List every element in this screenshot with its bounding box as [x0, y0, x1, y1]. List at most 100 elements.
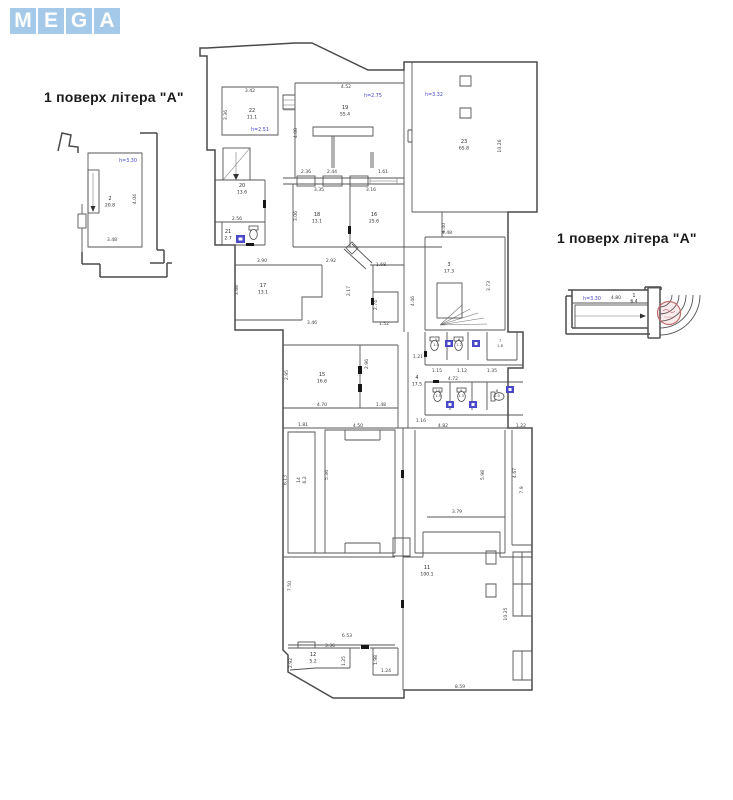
washbasin-icon: [236, 235, 514, 408]
stamp-icon: [656, 300, 682, 326]
dimension-label: 3.36: [223, 110, 229, 120]
dimension-label: 1.15: [432, 368, 442, 374]
dimension-label: 1.2: [456, 343, 462, 347]
dimension-label: 5.98: [480, 470, 486, 480]
dimension-label: 4.82: [438, 423, 448, 429]
shaft-icon: [345, 241, 359, 255]
dimension-label: 4.48: [442, 230, 452, 236]
dimension-label: 1.0: [433, 343, 440, 347]
window-icon: [296, 175, 369, 649]
dimension-label: 2.44: [327, 169, 337, 175]
dimension-label: 3.42: [245, 88, 255, 94]
dimension-label: 6: [458, 338, 461, 342]
dimension-label: 10.25: [503, 607, 509, 620]
dimension-label: 3.90: [257, 258, 267, 264]
height-label: h=3.30: [583, 296, 601, 302]
dimension-label: 4.40: [441, 223, 447, 233]
dimension-label: 1.68: [376, 262, 386, 268]
room-area-label: 13.6: [237, 190, 247, 196]
room-number-label: 21: [225, 229, 231, 235]
door-marker: [246, 200, 439, 649]
dimension-label: 1.5: [435, 394, 442, 398]
room-area-label: 65.8: [459, 146, 469, 152]
room-number-label: 17: [260, 283, 266, 289]
dimension-label: 4.46: [410, 296, 416, 306]
room-area-label: 16.6: [317, 379, 327, 385]
dimension-label: 3.46: [307, 320, 317, 326]
dimension-label: 4.80: [611, 295, 621, 301]
room-number-label: 3: [447, 262, 450, 268]
room-area-label: 55.4: [340, 112, 350, 118]
staircase-icon: [87, 169, 100, 214]
dimension-label: 3.36: [325, 643, 335, 649]
dimension-label: 8: [496, 389, 499, 393]
staircase-icon: [574, 287, 661, 339]
room-number-label: 19: [342, 105, 348, 111]
dimension-label: 4.70: [317, 402, 327, 408]
dimension-label: 2.95: [284, 370, 290, 380]
dimension-label: 4.08: [293, 128, 299, 138]
room-number-label: 1: [632, 293, 635, 299]
dimension-label: 1.98: [373, 655, 379, 665]
room-number-label: 12: [310, 652, 316, 658]
dimension-label: 1.35: [487, 368, 497, 374]
dimension-label: 10: [436, 389, 441, 393]
room-area-label: 11.1: [247, 115, 257, 121]
dimension-label: 1.16: [416, 418, 426, 424]
room-number-label: 16: [371, 212, 377, 218]
dimension-label: 3.79: [452, 509, 462, 515]
room-number-label: 15: [319, 372, 325, 378]
interior-walls: [215, 62, 533, 690]
logo-letter: G: [66, 8, 92, 34]
dimension-label: 2.17: [346, 286, 352, 296]
room-area-label: 2.7: [224, 236, 231, 242]
dimension-label: 1.48: [376, 402, 386, 408]
dimension-label: 1.8: [497, 344, 504, 348]
dimension-label: 1.21: [413, 354, 423, 360]
room-area-label: 13.1: [312, 219, 322, 225]
dimension-label: 7.9: [519, 486, 525, 493]
dimension-label: 1.24: [381, 668, 391, 674]
dimension-label: 7.50: [287, 581, 293, 591]
logo-letter: M: [10, 8, 36, 34]
toilet-icon: [248, 225, 505, 402]
window-icon: [77, 213, 87, 229]
main-floor-plan: [199, 42, 538, 699]
dimension-label: 5: [435, 338, 438, 342]
room-number-label: 23: [461, 139, 467, 145]
dimension-label: 10.26: [497, 139, 503, 152]
room-number-label: 20: [239, 183, 245, 189]
room-area-label: 6.4: [630, 299, 637, 305]
room-area-label: 100.1: [420, 572, 433, 578]
height-label: h=2.75: [364, 93, 382, 99]
dimension-label: 8.59: [455, 684, 465, 690]
room-area-label: 20.8: [105, 203, 115, 209]
dimension-label: 3.73: [486, 281, 492, 291]
dimension-label: 1.25: [341, 656, 347, 666]
dimension-label: 3.06: [293, 211, 299, 221]
room-area-label: 17.5: [412, 382, 422, 388]
dimension-label: 6.2: [302, 476, 308, 483]
height-label: h=3.30: [119, 158, 137, 164]
dimension-label: 1.61: [378, 169, 388, 175]
height-label: h=3.32: [425, 92, 443, 98]
room-area-label: 17.3: [444, 269, 454, 275]
dimension-label: 2.74: [373, 300, 379, 310]
dimension-label: 4.67: [512, 468, 518, 478]
room-area-label: 25.6: [369, 219, 379, 225]
dimension-label: 2.0: [494, 394, 501, 398]
room-number-label: 22: [249, 108, 255, 114]
room-number-label: 18: [314, 212, 320, 218]
dimension-label: 4.72: [448, 376, 458, 382]
dimension-label: 1.81: [298, 422, 308, 428]
floor-caption-right: 1 поверх літера "А": [557, 230, 697, 246]
floor-caption-left: 1 поверх літера "А": [44, 89, 184, 105]
dimension-label: 3.68: [234, 285, 240, 295]
dimension-label: 9: [460, 389, 463, 393]
dimension-label: 2.92: [288, 658, 294, 668]
fan-stairs: [659, 294, 701, 336]
dimension-label: 1.52: [379, 321, 389, 327]
